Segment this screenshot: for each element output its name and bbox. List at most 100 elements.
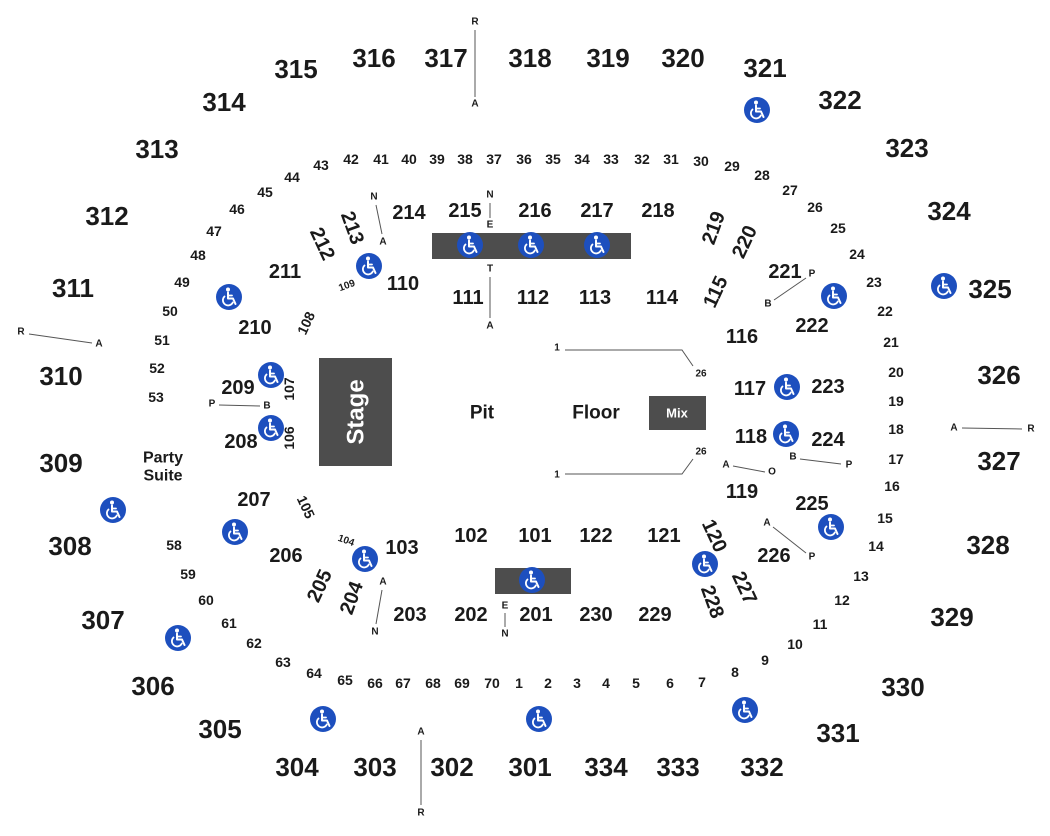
rail-section-number[interactable]: 20: [888, 364, 904, 380]
section-label[interactable]: 111: [452, 287, 483, 309]
section-label[interactable]: 315: [274, 54, 317, 84]
wheelchair-icon[interactable]: [258, 415, 284, 441]
rail-section-number[interactable]: 23: [866, 274, 882, 290]
rail-section-number[interactable]: 15: [877, 510, 893, 526]
section-label[interactable]: 106: [281, 426, 297, 450]
wheelchair-icon[interactable]: [584, 232, 610, 258]
section-label[interactable]: 201: [519, 604, 552, 626]
wheelchair-icon[interactable]: [773, 421, 799, 447]
rail-section-number[interactable]: 40: [401, 151, 417, 167]
section-label[interactable]: 120: [697, 516, 731, 556]
rail-section-number[interactable]: 6: [666, 675, 674, 691]
rail-section-number[interactable]: 49: [174, 274, 190, 290]
section-label[interactable]: 313: [135, 134, 178, 164]
rail-section-number[interactable]: 16: [884, 478, 900, 494]
section-label[interactable]: 213: [336, 209, 368, 248]
section-label[interactable]: 202: [454, 604, 487, 626]
section-label[interactable]: 224: [811, 429, 845, 451]
section-label[interactable]: 326: [977, 360, 1020, 390]
rail-section-number[interactable]: 50: [162, 303, 178, 319]
section-label[interactable]: 206: [269, 545, 302, 567]
rail-section-number[interactable]: 58: [166, 537, 182, 553]
section-label[interactable]: 302: [430, 752, 473, 782]
section-label[interactable]: 305: [198, 714, 241, 744]
section-label[interactable]: 118: [735, 426, 767, 448]
rail-section-number[interactable]: 60: [198, 592, 214, 608]
wheelchair-icon[interactable]: [818, 514, 844, 540]
party-suite-label[interactable]: Party: [143, 450, 183, 467]
section-label[interactable]: 105: [294, 493, 318, 521]
section-label[interactable]: 113: [579, 287, 611, 309]
section-label[interactable]: 104: [336, 533, 356, 549]
wheelchair-icon[interactable]: [931, 273, 957, 299]
section-label[interactable]: 122: [579, 525, 612, 547]
section-label[interactable]: 228: [696, 583, 728, 622]
rail-section-number[interactable]: 39: [429, 151, 445, 167]
section-label[interactable]: 217: [580, 200, 613, 222]
wheelchair-icon[interactable]: [216, 284, 242, 310]
section-label[interactable]: 319: [586, 43, 629, 73]
section-label[interactable]: 203: [393, 604, 426, 626]
section-label[interactable]: 308: [48, 531, 91, 561]
section-label[interactable]: 221: [768, 261, 801, 283]
rail-section-number[interactable]: 3: [573, 675, 581, 691]
rail-section-number[interactable]: 47: [206, 223, 222, 239]
section-label[interactable]: 205: [303, 566, 337, 606]
section-label[interactable]: 334: [584, 752, 628, 782]
section-label[interactable]: 311: [52, 273, 94, 303]
wheelchair-icon[interactable]: [356, 253, 382, 279]
section-label[interactable]: 327: [977, 446, 1020, 476]
rail-section-number[interactable]: 29: [724, 158, 740, 174]
rail-section-number[interactable]: 61: [221, 615, 237, 631]
rail-section-number[interactable]: 67: [395, 675, 411, 691]
section-label[interactable]: 301: [508, 752, 551, 782]
rail-section-number[interactable]: 8: [731, 664, 739, 680]
rail-section-number[interactable]: 22: [877, 303, 893, 319]
rail-section-number[interactable]: 34: [574, 151, 590, 167]
pit-label[interactable]: Pit: [470, 403, 495, 424]
section-label[interactable]: 324: [927, 196, 971, 226]
section-label[interactable]: 117: [734, 378, 766, 400]
wheelchair-icon[interactable]: [526, 706, 552, 732]
section-label[interactable]: 114: [646, 287, 679, 309]
section-label[interactable]: 216: [518, 200, 551, 222]
wheelchair-icon[interactable]: [310, 706, 336, 732]
rail-section-number[interactable]: 46: [229, 201, 245, 217]
rail-section-number[interactable]: 63: [275, 654, 291, 670]
wheelchair-icon[interactable]: [821, 283, 847, 309]
rail-section-number[interactable]: 30: [693, 153, 709, 169]
rail-section-number[interactable]: 35: [545, 151, 561, 167]
section-label[interactable]: 316: [352, 43, 395, 73]
rail-section-number[interactable]: 28: [754, 167, 770, 183]
wheelchair-icon[interactable]: [222, 519, 248, 545]
rail-section-number[interactable]: 2: [544, 675, 552, 691]
section-label[interactable]: 323: [885, 133, 928, 163]
rail-section-number[interactable]: 10: [787, 636, 803, 652]
rail-section-number[interactable]: 52: [149, 360, 165, 376]
section-label[interactable]: 119: [726, 481, 758, 503]
section-label[interactable]: 218: [641, 200, 674, 222]
rail-section-number[interactable]: 70: [484, 675, 500, 691]
rail-section-number[interactable]: 66: [367, 675, 383, 691]
rail-section-number[interactable]: 5: [632, 675, 640, 691]
rail-section-number[interactable]: 44: [284, 169, 300, 185]
section-label[interactable]: 226: [757, 545, 790, 567]
section-label[interactable]: 309: [39, 448, 82, 478]
section-label[interactable]: 219: [698, 209, 730, 248]
section-label[interactable]: 215: [448, 200, 481, 222]
section-label[interactable]: 230: [579, 604, 612, 626]
section-label[interactable]: 208: [224, 431, 257, 453]
section-label[interactable]: 325: [968, 274, 1011, 304]
section-label[interactable]: 204: [336, 578, 368, 618]
section-label[interactable]: 321: [743, 53, 786, 83]
rail-section-number[interactable]: 14: [868, 538, 884, 554]
section-label[interactable]: 110: [387, 273, 419, 295]
section-label[interactable]: 109: [337, 278, 357, 294]
section-label[interactable]: 225: [795, 493, 828, 515]
section-label[interactable]: 322: [818, 85, 861, 115]
section-label[interactable]: 312: [85, 201, 128, 231]
rail-section-number[interactable]: 48: [190, 247, 206, 263]
section-label[interactable]: 209: [221, 377, 254, 399]
rail-section-number[interactable]: 59: [180, 566, 196, 582]
section-label[interactable]: 332: [740, 752, 783, 782]
